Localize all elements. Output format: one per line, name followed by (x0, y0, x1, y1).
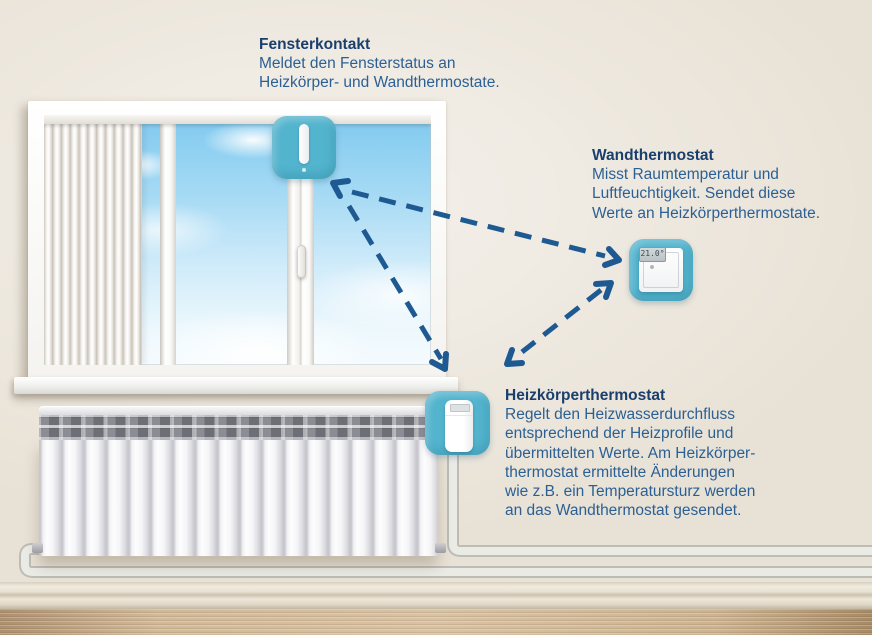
window-contact-icon (272, 116, 336, 179)
annotation-line: übermittelten Werte. Am Heizkörper- (505, 444, 756, 462)
annotation-line: Misst Raumtemperatur und (592, 166, 779, 183)
wall-thermostat-display: 21.0° (639, 247, 666, 262)
annotation-line: Meldet den Fensterstatus an (259, 55, 456, 72)
radiator-valve-right (435, 543, 446, 553)
arrowhead-to-radiatorthermostat-left (504, 347, 525, 367)
window-contact-led (302, 168, 306, 172)
window-illustration (28, 101, 446, 379)
annotation-heizkoerperthermostat: Heizkörperthermostat Regelt den Heizwass… (505, 386, 755, 521)
radiator-fins (39, 440, 438, 556)
wall-thermostat-icon: 21.0° (629, 239, 693, 301)
window-sill (14, 377, 458, 394)
radiator-thermostat-display (450, 404, 470, 412)
radiator-thermostat-seam (445, 415, 473, 416)
annotation-wandthermostat: Wandthermostat Misst Raumtemperatur und … (592, 146, 820, 223)
annotation-line: wie z.B. ein Temperatursturz werden (505, 483, 756, 501)
annotation-fensterkontakt-title: Fensterkontakt (259, 36, 371, 53)
window-contact-sensor-bar (299, 124, 309, 164)
annotation-line: Heizkörper- und Wandthermostate. (259, 74, 500, 92)
radiator-top-edge (39, 406, 438, 415)
arrowhead-to-radiatorthermostat-down (429, 351, 449, 372)
arrow-windowcontact-wallthermostat (351, 189, 606, 259)
radiator-thermostat-body (445, 400, 473, 452)
annotation-wandthermostat-title: Wandthermostat (592, 147, 714, 164)
window-sky (44, 115, 431, 365)
window-mullion-left (160, 115, 176, 365)
blinds-rail (44, 115, 431, 124)
window-handle (297, 245, 306, 278)
arrow-wallthermostat-radiatorthermostat (520, 288, 603, 354)
annotation-line: thermostat ermittelte Änderungen (505, 463, 736, 481)
radiator-thermostat-icon (425, 391, 490, 455)
annotation-line: Regelt den Heizwasserdurchfluss (505, 406, 736, 423)
annotation-line: entsprechend der Heizprofile und (505, 425, 734, 443)
baseboard-molding (0, 582, 872, 609)
annotation-line: Werte an Heizkörperthermostate. (592, 204, 821, 222)
arrowhead-to-wallthermostat-right (602, 246, 622, 268)
arrowhead-to-windowcontact (330, 178, 351, 199)
arrowhead-to-wallthermostat-up (593, 280, 614, 300)
wall-thermostat-button (650, 265, 654, 269)
radiator-illustration (32, 406, 446, 556)
annotation-line: an das Wandthermostat gesendet. (505, 502, 742, 520)
vertical-blinds (44, 122, 142, 365)
radiator-valve-left (32, 543, 43, 553)
arrow-windowcontact-radiatorthermostat (346, 204, 444, 361)
annotation-fensterkontakt: Fensterkontakt Meldet den Fensterstatus … (259, 35, 500, 93)
annotation-heizkoerperthermostat-title: Heizkörperthermostat (505, 387, 666, 404)
annotation-line: Luftfeuchtigkeit. Sendet diese (592, 185, 796, 203)
radiator-grille (39, 415, 438, 440)
wood-floor-strip (0, 609, 872, 635)
